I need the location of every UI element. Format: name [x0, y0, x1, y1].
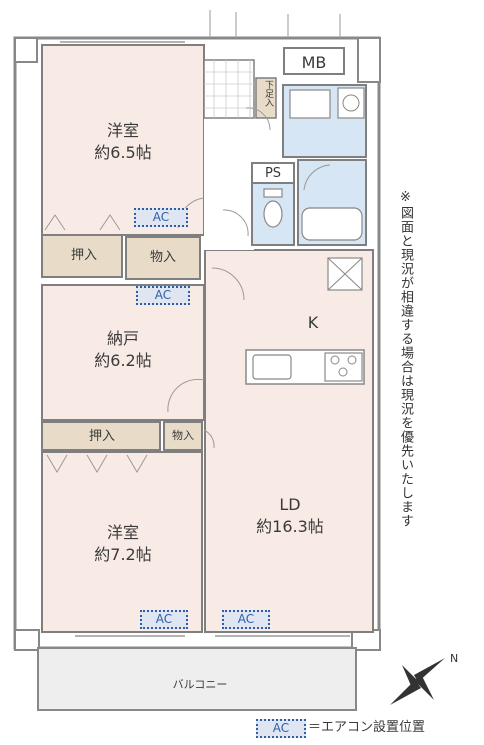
room-western-2: [41, 451, 203, 633]
closet-monoire-2-label: 物入: [172, 429, 194, 442]
room-western-2-size: 約7.2帖: [94, 544, 152, 564]
ac-marker-storage: AC: [136, 286, 190, 305]
mb-label: MB: [301, 53, 327, 72]
ac-legend-marker: AC: [256, 719, 306, 738]
room-kitchen-label: K: [307, 313, 319, 332]
room-western-1: [41, 44, 205, 236]
room-storage-name: 納戸: [106, 329, 139, 348]
ac-marker-western-1: AC: [134, 208, 188, 227]
svg-text:N: N: [450, 652, 458, 665]
closet-monoire-1: [125, 236, 201, 280]
room-western-1-name: 洋室: [106, 121, 139, 140]
room-storage-size: 約6.2帖: [94, 350, 152, 370]
closet-oshiire-1-label: 押入: [70, 248, 97, 263]
mb-box: [283, 47, 345, 75]
room-ld-label: LD 約16.3帖: [240, 494, 340, 537]
room-western-2-label: 洋室 約7.2帖: [78, 522, 168, 565]
balcony-label: バルコニー: [172, 678, 228, 691]
room-western-2-name: 洋室: [106, 523, 139, 542]
windows: [60, 41, 350, 637]
closet-oshiire-2-label: 押入: [88, 429, 115, 444]
kitchen-sink: [252, 354, 292, 380]
compass-icon: N: [390, 652, 458, 705]
disclaimer-note: ※図面と現況が相違する場合は現況を優先いたします: [398, 190, 413, 528]
column-top-left: [14, 37, 38, 63]
closet-monoire-2: [163, 421, 203, 451]
washing-machine: [337, 87, 365, 119]
room-ldk: [204, 249, 374, 633]
closet-monoire-1-label: 物入: [149, 250, 176, 265]
ac-marker-western-2: AC: [140, 610, 188, 629]
column-bottom-left: [14, 629, 40, 651]
closet-door-triangles: [44, 214, 148, 473]
room-western-1-label: 洋室 約6.5帖: [78, 120, 168, 163]
column-top-right: [357, 37, 381, 83]
room-ld-size: 約16.3帖: [256, 516, 324, 536]
washbasin: [289, 89, 331, 119]
genkan: [203, 59, 255, 119]
corridor: [204, 118, 254, 250]
room-western-1-size: 約6.5帖: [94, 142, 152, 162]
ac-marker-ld: AC: [222, 610, 270, 629]
room-storage-label: 納戸 約6.2帖: [78, 328, 168, 371]
closet-getabako-label: 下足入: [263, 80, 273, 107]
bathtub: [301, 207, 363, 241]
ac-legend-text: ＝エアコン設置位置: [308, 720, 426, 735]
closet-oshiire-2: [41, 421, 161, 451]
balcony: [37, 647, 357, 711]
room-ld-name: LD: [279, 495, 301, 514]
closet-oshiire-1: [41, 234, 123, 278]
kitchen-stove: [324, 352, 363, 382]
room-storage: [41, 284, 205, 421]
toilet-bowl: [263, 200, 283, 228]
ps-label: PS: [264, 166, 282, 181]
